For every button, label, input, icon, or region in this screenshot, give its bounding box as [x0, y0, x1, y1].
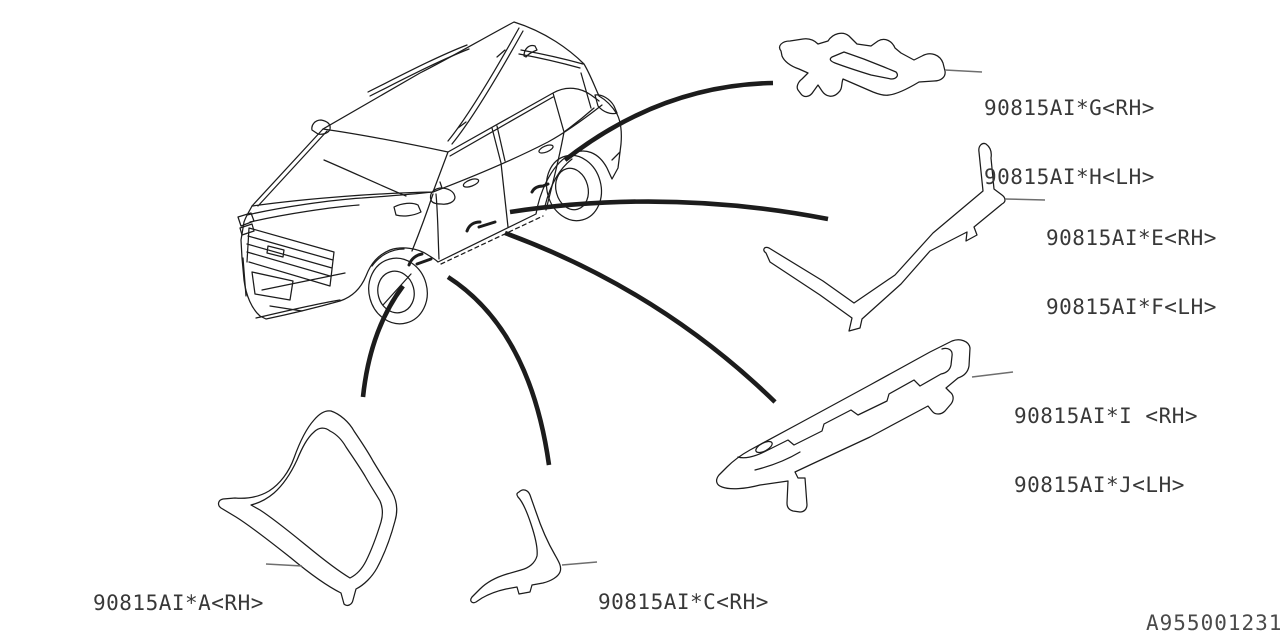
far-side-mirror	[311, 119, 331, 135]
label-leader-ef	[1004, 198, 1046, 201]
side-mirror	[429, 181, 456, 205]
part-shape-cd	[470, 489, 562, 604]
front-wheel-spoke	[382, 273, 412, 306]
part-ab-inner-hole	[250, 427, 383, 579]
part-shape-ef	[763, 142, 1006, 332]
front-door-handle	[462, 178, 480, 188]
rear-details	[544, 94, 621, 207]
part-gh-outline	[778, 32, 946, 98]
part-number-ij-rh: 90815AI*I <RH>	[1014, 404, 1199, 428]
part-ij-outline	[715, 339, 971, 513]
headlights	[237, 202, 422, 236]
part-number-ef-lh: 90815AI*F<LH>	[1046, 295, 1217, 319]
part-ij-detail-hole	[755, 440, 773, 454]
part-shape-ij	[715, 339, 971, 513]
roof-rails	[367, 27, 584, 145]
part-number-gh-rh: 90815AI*G<RH>	[984, 96, 1155, 120]
part-shape-gh	[778, 32, 946, 98]
part-gh-inner-slot	[829, 51, 898, 80]
part-number-ef-rh: 90815AI*E<RH>	[1046, 226, 1217, 250]
part-number-cd-rh: 90815AI*C<RH>	[598, 590, 769, 614]
part-ab-outline	[217, 410, 398, 606]
part-label-gh: 90815AI*G<RH> 90815AI*H<LH>	[984, 51, 1155, 235]
insulator-markers	[407, 182, 550, 267]
rocker-hidden-edge	[440, 215, 544, 265]
rear-wheel-rim	[554, 167, 590, 211]
label-leaders	[265, 69, 1046, 567]
vehicle-illustration	[237, 21, 622, 325]
pointer-arc-ef	[509, 199, 829, 222]
pointer-arc-ab	[360, 284, 405, 398]
hood-and-fender-lines	[246, 191, 434, 267]
label-leader-cd	[561, 561, 598, 566]
part-cd-outline	[470, 489, 562, 604]
part-ef-outline	[763, 142, 1006, 332]
part-number-ij-lh: 90815AI*J<LH>	[1014, 473, 1185, 497]
rear-wheel-tire	[545, 154, 603, 222]
pointer-arc-ij	[504, 230, 777, 404]
front-wheel-tire	[368, 257, 428, 325]
roof-antenna-fin	[523, 44, 538, 58]
rear-door-handle	[538, 144, 554, 154]
diagram-code: A955001231	[1146, 611, 1280, 635]
pointer-arcs	[360, 80, 829, 466]
greenhouse-lines	[251, 72, 603, 260]
part-label-ij: 90815AI*I <RH> 90815AI*J<LH>	[1014, 359, 1198, 543]
label-leader-ij	[971, 371, 1014, 378]
part-label-cd: 90815AI*C<RH> 90815AI*D<LH>	[598, 545, 769, 640]
grille-bars	[246, 227, 335, 287]
label-leader-gh	[944, 69, 983, 73]
pointer-arc-gh	[563, 80, 774, 162]
part-number-ab-rh: 90815AI*A<RH>	[93, 591, 264, 615]
part-ij-inner-border	[737, 347, 953, 471]
bumper-details	[242, 257, 346, 319]
part-label-ef: 90815AI*E<RH> 90815AI*F<LH>	[1046, 181, 1217, 365]
part-shape-ab	[217, 410, 398, 606]
label-leader-ab	[265, 563, 303, 567]
pointer-arc-cd	[446, 275, 552, 466]
front-wheel-rim	[377, 270, 415, 314]
car-silhouette	[240, 21, 622, 320]
part-number-gh-lh: 90815AI*H<LH>	[984, 165, 1155, 189]
part-label-ab: 90815AI*A<RH> 90815AI*B<LH>	[93, 546, 264, 640]
